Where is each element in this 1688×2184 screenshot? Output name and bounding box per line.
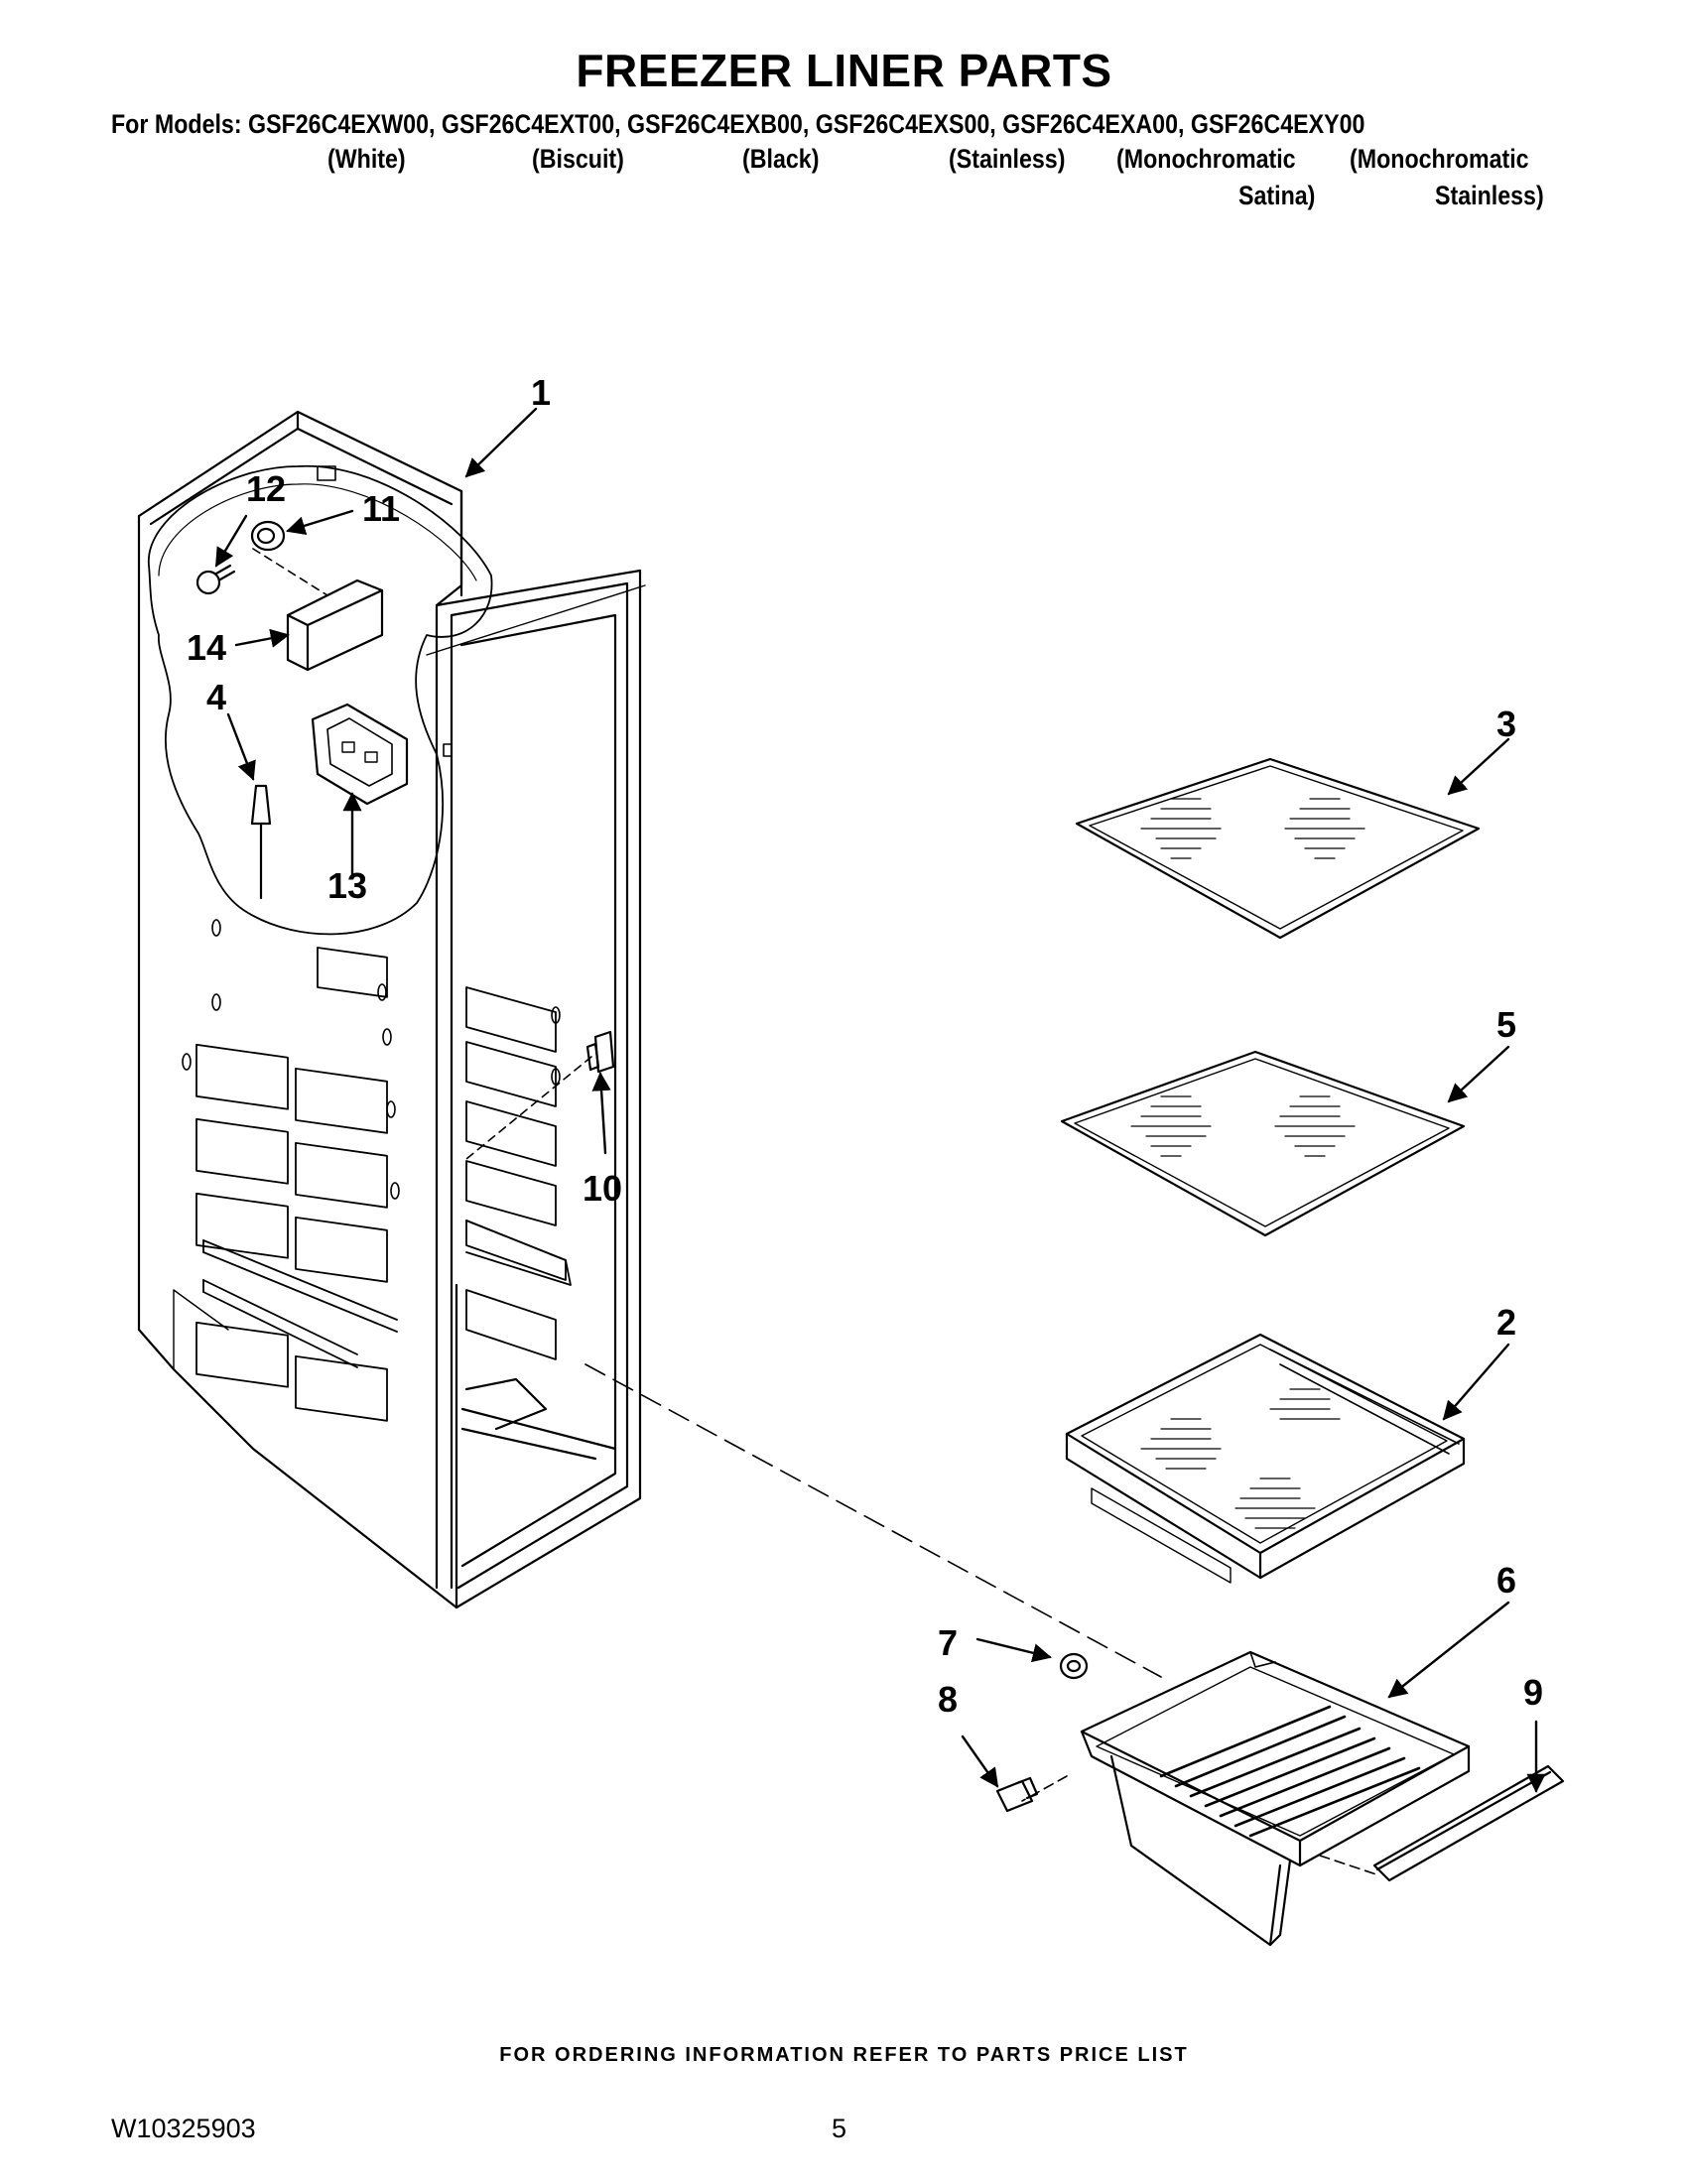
light-bulb: [195, 564, 236, 595]
callout-14: 14: [187, 627, 226, 668]
callout-8: 8: [938, 1679, 958, 1720]
callout-10: 10: [583, 1168, 622, 1209]
color-stainless: (Stainless): [949, 144, 1066, 174]
page-title: FREEZER LINER PARTS: [576, 45, 1112, 96]
callout-12: 12: [246, 468, 286, 509]
models-line: For Models: GSF26C4EXW00, GSF26C4EXT00, …: [111, 109, 1365, 139]
callout-9: 9: [1523, 1672, 1543, 1713]
light-socket: [250, 520, 286, 552]
color-monochromatic-satina-2: Satina): [1238, 181, 1316, 210]
callout-4: 4: [206, 677, 226, 717]
ordering-note: FOR ORDERING INFORMATION REFER TO PARTS …: [499, 2044, 1189, 2066]
callout-3: 3: [1496, 704, 1516, 744]
axle-pin: [995, 1776, 1039, 1813]
color-monochromatic-satina-1: (Monochromatic: [1116, 144, 1296, 174]
light-shield: [286, 578, 384, 672]
callout-7: 7: [938, 1622, 958, 1663]
callout-13: 13: [327, 865, 367, 906]
callout-1: 1: [531, 372, 551, 413]
glass-shelf-middle: [1060, 1050, 1466, 1237]
freezer-liner: [137, 410, 646, 1609]
callout-2: 2: [1496, 1302, 1516, 1343]
glass-shelf-upper: [1075, 757, 1481, 940]
shelf-clip: [585, 1030, 615, 1074]
color-white: (White): [327, 144, 406, 174]
freezer-basket: [1080, 1650, 1471, 1947]
callout-11: 11: [362, 488, 400, 529]
document-number: W10325903: [111, 2114, 256, 2143]
slide-out-shelf: [1065, 1333, 1466, 1584]
roller: [1059, 1652, 1089, 1680]
basket-trim: [1372, 1764, 1565, 1882]
thermistor-sensor: [250, 784, 272, 900]
callout-5: 5: [1496, 1004, 1516, 1045]
color-biscuit: (Biscuit): [532, 144, 624, 174]
control-housing: [311, 703, 409, 806]
color-monochromatic-stainless-1: (Monochromatic: [1350, 144, 1529, 174]
color-monochromatic-stainless-2: Stainless): [1435, 181, 1544, 210]
page-number: 5: [832, 2114, 847, 2143]
callout-6: 6: [1496, 1560, 1516, 1601]
color-black: (Black): [742, 144, 820, 174]
